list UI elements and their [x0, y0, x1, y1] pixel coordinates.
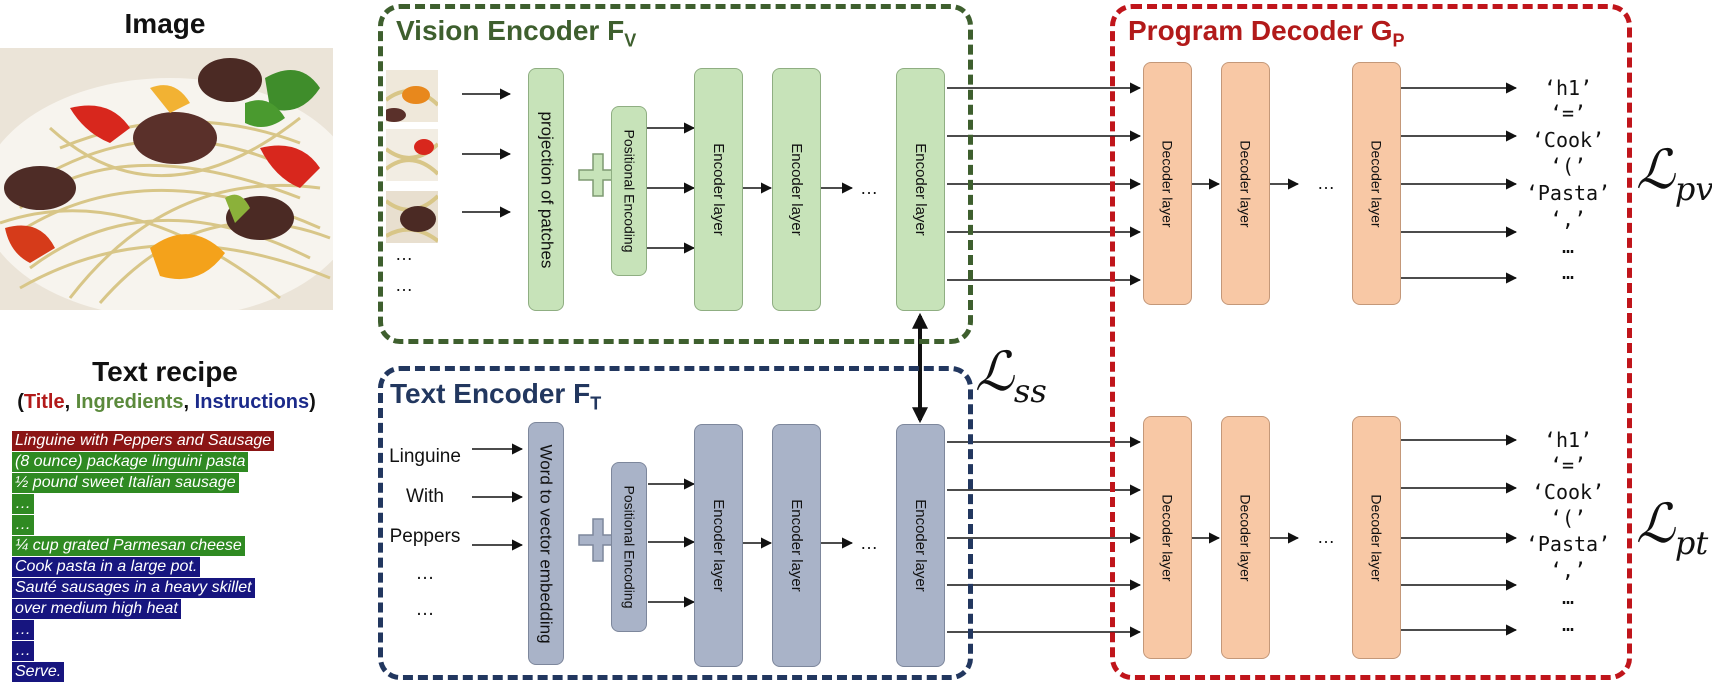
text-encoder-layer-1: Encoder layer: [694, 424, 743, 667]
projection-of-patches-block: projection of patches: [528, 68, 564, 311]
decoder-bottom-layer-1: Decoder layer: [1143, 416, 1192, 659]
input-word: Linguine: [389, 446, 461, 467]
legend-close: ): [309, 391, 316, 413]
legend-ingredients: Ingredients: [75, 391, 184, 413]
recipe-ingredient-line: …: [12, 515, 34, 535]
output-token: ‘(’: [1549, 154, 1587, 178]
patch-ellipsis: …: [395, 244, 413, 264]
legend-title: Title: [23, 391, 65, 413]
recipe-ingredient-line: ½ pound sweet Italian sausage: [12, 473, 239, 493]
input-word: …: [415, 563, 435, 584]
output-token: ‘=’: [1549, 101, 1587, 125]
vision-positional-encoding-block: Positional Encoding: [611, 106, 647, 276]
output-token: ‘Cook’: [1531, 128, 1605, 152]
vision-encoder-title: Vision Encoder FV: [396, 15, 637, 51]
output-token: …: [1561, 260, 1575, 284]
decoder-top-ellipsis: …: [1317, 173, 1335, 193]
image-section-title: Image: [124, 8, 206, 39]
food-image: [0, 48, 333, 310]
vision-encoder-layer-2: Encoder layer: [772, 68, 821, 311]
input-word: …: [415, 599, 435, 620]
vision-encoder-layer-last: Encoder layer: [896, 68, 945, 311]
patch-ellipsis: …: [395, 275, 413, 295]
vision-layers-ellipsis: …: [860, 178, 878, 198]
ss-loss-label: ℒss: [975, 340, 1047, 410]
input-word: Peppers: [389, 526, 461, 547]
output-token: …: [1561, 234, 1575, 258]
text-positional-encoding-block: Positional Encoding: [611, 462, 647, 632]
output-token: …: [1561, 585, 1575, 609]
output-token: ‘Cook’: [1531, 480, 1605, 504]
program-decoder-title: Program Decoder GP: [1128, 15, 1405, 51]
recipe-legend: (Title, Ingredients, Instructions): [0, 391, 333, 414]
decoder-top-layer-last: Decoder layer: [1352, 62, 1401, 305]
recipe-ingredient-line: ¼ cup grated Parmesan cheese: [12, 536, 245, 556]
output-token: ‘h1’: [1543, 428, 1593, 452]
legend-open: (: [17, 391, 24, 413]
legend-sep-1: ,: [64, 391, 76, 413]
text-encoder-box: [378, 366, 973, 680]
decoder-bottom-layer-2: Decoder layer: [1221, 416, 1270, 659]
recipe-instruction-line: …: [12, 620, 34, 640]
recipe-instruction-line: Cook pasta in a large pot.: [12, 557, 201, 577]
pt-loss-label: ℒpt: [1636, 492, 1709, 562]
image-patch: [386, 129, 438, 181]
output-token: ‘,’: [1549, 558, 1587, 582]
legend-sep-2: ,: [183, 391, 195, 413]
output-token: ‘h1’: [1543, 76, 1593, 100]
vision-encoder-layer-1: Encoder layer: [694, 68, 743, 311]
text-encoder-layer-last: Encoder layer: [896, 424, 945, 667]
output-token: ‘Pasta’: [1525, 532, 1611, 556]
program-decoder-box: [1110, 4, 1632, 680]
recipe-instruction-line: …: [12, 641, 34, 661]
recipe-instruction-line: over medium high heat: [12, 599, 181, 619]
output-token: …: [1561, 612, 1575, 636]
decoder-bottom-layer-last: Decoder layer: [1352, 416, 1401, 659]
recipe-instruction-line: Sauté sausages in a heavy skillet: [12, 578, 255, 598]
recipe-section-title: Text recipe: [92, 356, 238, 387]
recipe-title-line: Linguine with Peppers and Sausage: [12, 431, 275, 451]
decoder-bottom-ellipsis: …: [1317, 527, 1335, 547]
output-token: ‘(’: [1549, 506, 1587, 530]
output-token: ‘Pasta’: [1525, 181, 1611, 205]
text-encoder-layer-2: Encoder layer: [772, 424, 821, 667]
recipe-instruction-line: Serve.: [12, 662, 65, 682]
vision-encoder-box: [378, 4, 973, 344]
image-patch: [386, 191, 438, 243]
pv-loss-label: ℒpv: [1636, 138, 1712, 208]
output-token: ‘,’: [1549, 207, 1587, 231]
recipe-ingredient-line: …: [12, 494, 34, 514]
text-encoder-title: Text Encoder FT: [390, 378, 602, 414]
legend-instructions: Instructions: [194, 391, 310, 413]
word-embedding-block: Word to vector embedding: [528, 422, 564, 665]
decoder-top-layer-2: Decoder layer: [1221, 62, 1270, 305]
image-patch: [386, 70, 438, 122]
output-token: ‘=’: [1549, 453, 1587, 477]
decoder-top-layer-1: Decoder layer: [1143, 62, 1192, 305]
recipe-ingredient-line: (8 ounce) package linguini pasta: [12, 452, 249, 472]
text-layers-ellipsis: …: [860, 533, 878, 553]
input-word: With: [406, 486, 444, 507]
